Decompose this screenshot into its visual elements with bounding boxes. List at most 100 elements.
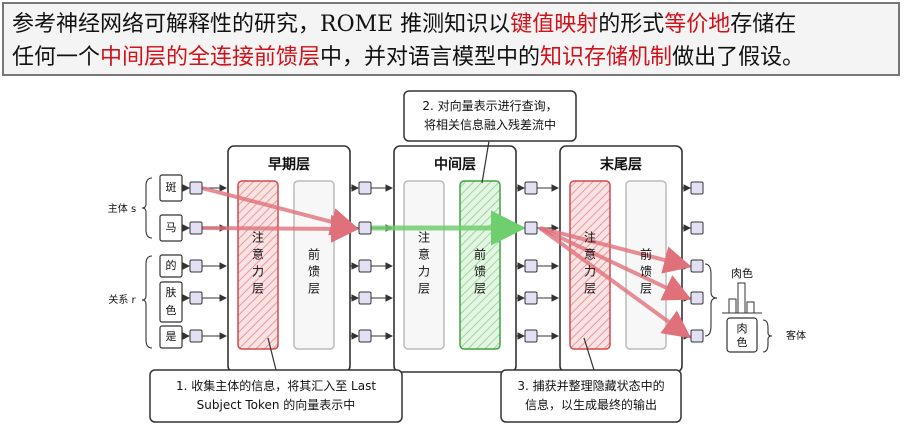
hidden-node-2-0 — [524, 181, 538, 195]
output-arrow-0 — [539, 226, 692, 274]
hidden-node-0-1 — [189, 221, 203, 235]
ffn-label-char-0-0: 前 — [308, 247, 320, 262]
attention-label-char-0-3: 层 — [252, 282, 264, 296]
ffn-label-char-2-0: 前 — [640, 247, 652, 262]
hidden-node-2-1 — [524, 221, 538, 235]
ffn-label-char-0-2: 层 — [308, 282, 320, 296]
note-output-line-0: 3. 捕获并整理隐藏状态中的 — [517, 378, 664, 393]
attention-label-char-0-2: 力 — [252, 265, 264, 279]
caption-text-l2-0: 任何一个 — [12, 45, 101, 70]
attention-label-char-2-1: 意 — [584, 247, 596, 262]
subject-bracket — [141, 177, 153, 239]
object-token-1: 色 — [737, 335, 748, 349]
output-bracket — [704, 263, 718, 337]
object-label: 客体 — [786, 329, 806, 342]
caption-line-1: 参考神经网络可解释性的研究，ROME 推测知识以键值映射的形式等价地存储在 — [12, 8, 890, 41]
hidden-node-3-0 — [690, 181, 704, 195]
histogram-bar-1 — [737, 282, 746, 314]
hidden-node-2-4 — [524, 329, 538, 343]
token-text-4: 色 — [166, 303, 177, 317]
note-output-connector — [583, 337, 595, 371]
token-text-2: 的 — [166, 258, 177, 272]
token-text-5: 是 — [166, 330, 177, 343]
hidden-node-3-4 — [690, 329, 704, 343]
attention-label-char-1-0: 注 — [418, 230, 430, 245]
layer-title-2: 末尾层 — [600, 156, 642, 173]
ffn-label-char-2-1: 馈 — [640, 265, 652, 279]
ffn-label-char-1-1: 馈 — [474, 265, 486, 279]
note-gather-line-0: 1. 收集主体的信息，将其汇入至 Last — [176, 378, 376, 393]
ffn-label-char-0-1: 馈 — [308, 265, 320, 279]
histogram-label: 肉色 — [731, 266, 753, 280]
relation-bracket — [141, 255, 153, 349]
subject-label: 主体 s — [108, 203, 136, 215]
caption-line-2: 任何一个中间层的全连接前馈层中，并对语言模型中的知识存储机制做出了假设。 — [12, 41, 890, 74]
token-box-3 — [159, 281, 183, 323]
layer-title-0: 早期层 — [268, 157, 310, 173]
hidden-node-3-3 — [690, 291, 704, 305]
caption-highlight-l1-1: 键值映射 — [510, 12, 599, 37]
ffn-label-char-2-2: 层 — [640, 282, 652, 296]
note-query-connector — [481, 140, 490, 184]
attention-label-char-1-1: 意 — [418, 247, 430, 262]
gather-arrow-0 — [201, 186, 359, 236]
ffn-label-char-1-2: 层 — [474, 282, 486, 296]
note-query-line-0: 2. 对向量表示进行查询， — [422, 98, 557, 113]
caption-text-l2-2: 中，并对语言模型中的 — [320, 45, 541, 70]
hidden-node-1-3 — [358, 291, 372, 305]
hidden-node-0-4 — [189, 329, 203, 343]
token-text-1: 马 — [166, 221, 177, 234]
note-query-box — [403, 90, 577, 142]
hidden-node-3-2 — [690, 259, 704, 273]
note-output-box — [500, 369, 682, 423]
caption-highlight-l1-3: 等价地 — [664, 12, 731, 37]
token-text-0: 斑 — [166, 181, 177, 194]
attention-label-char-2-3: 层 — [584, 282, 596, 296]
hidden-node-2-3 — [524, 291, 538, 305]
layer-title-1: 中间层 — [434, 156, 476, 173]
hidden-node-1-4 — [358, 329, 372, 343]
caption-text-l2-4: 做出了假设。 — [672, 45, 805, 70]
hidden-node-1-1 — [358, 221, 372, 235]
gather-arrow-1 — [201, 214, 359, 243]
ffn-label-char-1-0: 前 — [474, 247, 486, 262]
object-token-box — [726, 317, 758, 353]
note-gather-connector — [267, 337, 277, 371]
output-arrow-1 — [539, 226, 692, 301]
attention-label-char-2-0: 注 — [584, 230, 596, 245]
histogram-bar-2 — [746, 301, 755, 314]
hidden-node-0-2 — [189, 259, 203, 273]
hidden-node-0-0 — [189, 181, 203, 195]
note-query-line-1: 将相关信息融入残差流中 — [424, 117, 556, 132]
attention-label-char-1-3: 层 — [418, 282, 430, 296]
hidden-node-3-1 — [690, 221, 704, 235]
note-gather-line-1: Subject Token 的向量表示中 — [197, 397, 356, 412]
caption-highlight-l2-1: 中间层的全连接前馈层 — [100, 45, 321, 70]
hidden-node-1-0 — [358, 181, 372, 195]
note-gather-box — [149, 369, 403, 423]
attention-label-char-1-2: 力 — [418, 265, 430, 279]
ffn-block-0 — [293, 180, 335, 350]
ffn-block-1 — [459, 180, 501, 350]
caption-box: 参考神经网络可解释性的研究，ROME 推测知识以键值映射的形式等价地存储在 任何… — [2, 2, 900, 76]
attention-block-0 — [237, 180, 279, 350]
token-text-3: 肤 — [166, 285, 177, 299]
note-output-line-1: 信息，以生成最终的输出 — [525, 397, 657, 412]
output-arrow-2 — [538, 226, 692, 339]
hidden-node-1-2 — [358, 259, 372, 273]
object-bracket — [762, 319, 773, 353]
attention-label-char-2-2: 力 — [584, 265, 596, 279]
caption-text-l1-4: 存储在 — [730, 12, 797, 37]
token-box-5 — [159, 325, 183, 349]
caption-text-l1-0: 参考神经网络可解释性的研究，ROME 推测知识以 — [12, 12, 511, 37]
attention-block-1 — [403, 180, 445, 350]
object-token-0: 肉 — [737, 322, 748, 335]
hidden-node-2-2 — [524, 259, 538, 273]
attention-label-char-0-1: 意 — [252, 247, 264, 262]
caption-highlight-l2-3: 知识存储机制 — [540, 45, 673, 70]
hidden-node-0-3 — [189, 291, 203, 305]
relation-label: 关系 r — [108, 293, 136, 306]
attention-label-char-0-0: 注 — [252, 230, 264, 245]
